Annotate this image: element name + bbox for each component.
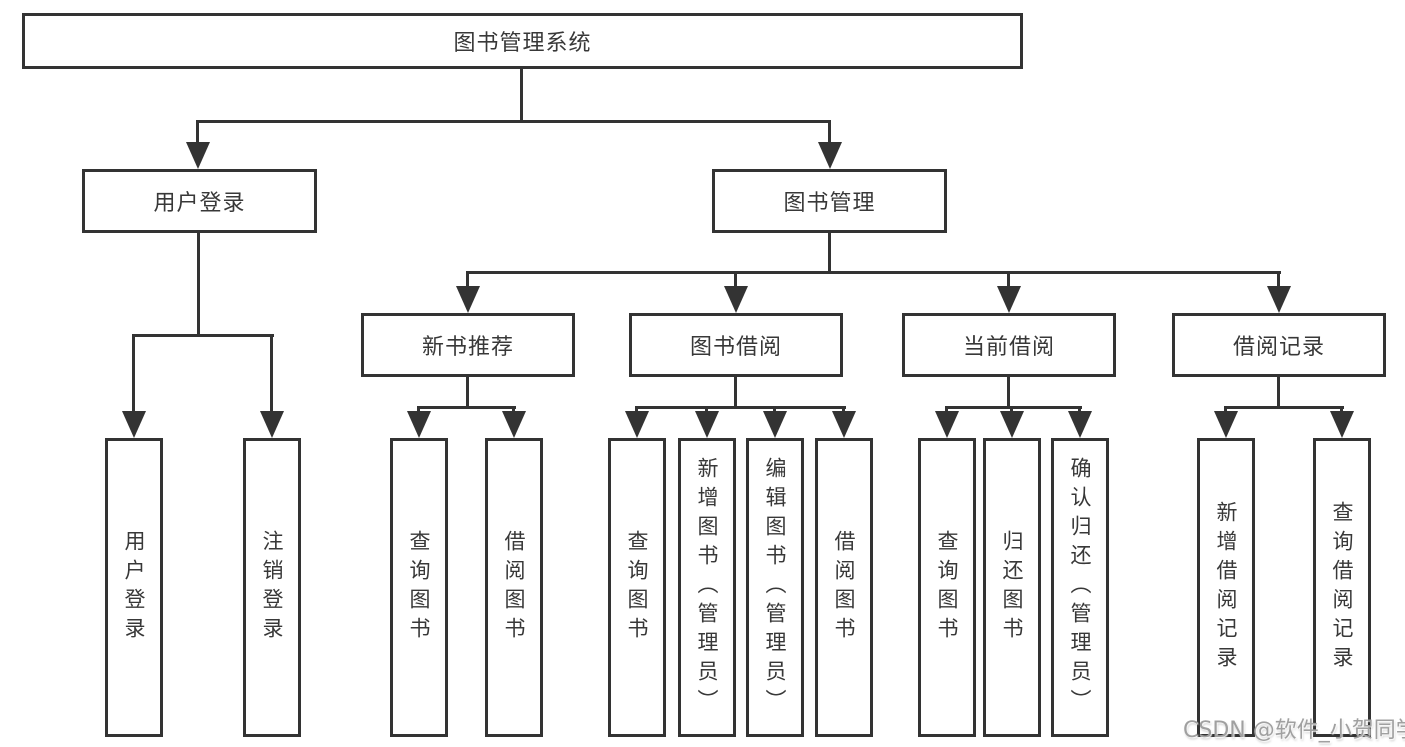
arrow-head bbox=[818, 142, 842, 169]
node-label: 借阅记录 bbox=[1232, 335, 1325, 360]
node-new-book-recommend: 新书推荐 bbox=[361, 313, 575, 377]
leaf-label: 归还图书 bbox=[1000, 529, 1025, 646]
node-root-library-system: 图书管理系统 bbox=[22, 13, 1023, 69]
connector-line-vertical bbox=[1277, 377, 1280, 408]
connector-line-horizontal bbox=[635, 406, 846, 409]
leaf-borrow-books: 借阅图书 bbox=[815, 438, 873, 737]
node-book-borrow: 图书借阅 bbox=[629, 313, 843, 377]
arrow-shaft bbox=[417, 406, 420, 413]
leaf-label: 注销登录 bbox=[260, 529, 285, 646]
leaf-add-borrow-record: 新增借阅记录 bbox=[1197, 438, 1255, 737]
arrow-head bbox=[260, 411, 284, 438]
arrow-head bbox=[186, 142, 210, 169]
arrow-shaft bbox=[842, 406, 845, 413]
arrow-head bbox=[997, 286, 1021, 313]
arrow-head bbox=[625, 411, 649, 438]
arrow-shaft bbox=[1224, 406, 1227, 413]
leaf-label: 借阅图书 bbox=[832, 529, 857, 646]
leaf-label: 编辑图书（管理员） bbox=[763, 457, 788, 718]
leaf-label: 查询借阅记录 bbox=[1330, 500, 1355, 675]
connector-line-horizontal bbox=[1224, 406, 1344, 409]
node-label: 新书推荐 bbox=[421, 335, 514, 360]
arrow-shaft bbox=[1078, 406, 1081, 413]
arrow-head bbox=[763, 411, 787, 438]
leaf-label: 新增图书（管理员） bbox=[695, 457, 720, 718]
leaf-borrow-books-recommend: 借阅图书 bbox=[485, 438, 543, 737]
csdn-watermark: CSDN @软件_小贺同学 bbox=[1183, 718, 1405, 743]
leaf-label: 用户登录 bbox=[122, 529, 147, 646]
leaf-query-books-recommend: 查询图书 bbox=[390, 438, 448, 737]
connector-line-vertical bbox=[828, 233, 831, 274]
leaf-label: 查询图书 bbox=[935, 529, 960, 646]
connector-line-vertical bbox=[197, 233, 200, 336]
leaf-label: 查询图书 bbox=[625, 529, 650, 646]
node-label: 图书管理 bbox=[783, 191, 876, 216]
arrow-head bbox=[1214, 411, 1238, 438]
arrow-head bbox=[935, 411, 959, 438]
node-book-management: 图书管理 bbox=[712, 169, 947, 233]
connector-line-horizontal bbox=[467, 271, 1281, 274]
arrow-shaft bbox=[734, 271, 737, 287]
leaf-logout: 注销登录 bbox=[243, 438, 301, 737]
arrow-head bbox=[1068, 411, 1092, 438]
node-label: 用户登录 bbox=[153, 191, 246, 216]
leaf-edit-book-admin: 编辑图书（管理员） bbox=[746, 438, 804, 737]
leaf-query-books-current: 查询图书 bbox=[918, 438, 976, 737]
connector-line-vertical bbox=[466, 377, 469, 408]
leaf-add-book-admin: 新增图书（管理员） bbox=[678, 438, 736, 737]
leaf-return-book: 归还图书 bbox=[983, 438, 1041, 737]
leaf-label: 借阅图书 bbox=[502, 529, 527, 646]
connector-line-horizontal bbox=[417, 406, 516, 409]
arrow-shaft bbox=[635, 406, 638, 413]
node-user-login: 用户登录 bbox=[82, 169, 317, 233]
arrow-head bbox=[832, 411, 856, 438]
arrow-head bbox=[456, 286, 480, 313]
connector-line-horizontal bbox=[197, 120, 831, 123]
connector-line-horizontal bbox=[945, 406, 1082, 409]
arrow-shaft bbox=[196, 120, 199, 143]
arrow-head bbox=[1267, 286, 1291, 313]
connector-line-horizontal bbox=[133, 334, 274, 337]
arrow-head bbox=[502, 411, 526, 438]
arrow-head bbox=[1330, 411, 1354, 438]
arrow-shaft bbox=[132, 334, 135, 412]
leaf-confirm-return-admin: 确认归还（管理员） bbox=[1051, 438, 1109, 737]
arrow-shaft bbox=[705, 406, 708, 413]
leaf-label: 新增借阅记录 bbox=[1214, 500, 1239, 675]
arrow-shaft bbox=[512, 406, 515, 413]
leaf-label: 查询图书 bbox=[407, 529, 432, 646]
node-borrow-record: 借阅记录 bbox=[1172, 313, 1386, 377]
arrow-shaft bbox=[828, 120, 831, 143]
arrow-shaft bbox=[1007, 271, 1010, 287]
arrow-shaft bbox=[773, 406, 776, 413]
connector-line-vertical bbox=[734, 377, 737, 408]
node-label: 图书管理系统 bbox=[453, 31, 592, 56]
arrow-head bbox=[1000, 411, 1024, 438]
node-current-borrow: 当前借阅 bbox=[902, 313, 1116, 377]
arrow-shaft bbox=[1277, 271, 1280, 287]
arrow-head bbox=[695, 411, 719, 438]
arrow-head bbox=[724, 286, 748, 313]
arrow-shaft bbox=[466, 271, 469, 287]
arrow-shaft bbox=[1340, 406, 1343, 413]
connector-line-vertical bbox=[1007, 377, 1010, 408]
arrow-shaft bbox=[1010, 406, 1013, 413]
leaf-query-borrow-record: 查询借阅记录 bbox=[1313, 438, 1371, 737]
connector-line-vertical bbox=[520, 69, 523, 123]
arrow-head bbox=[407, 411, 431, 438]
arrow-shaft bbox=[270, 334, 273, 412]
leaf-label: 确认归还（管理员） bbox=[1068, 457, 1093, 718]
leaf-user-login: 用户登录 bbox=[105, 438, 163, 737]
node-label: 图书借阅 bbox=[689, 335, 782, 360]
leaf-query-books-borrow: 查询图书 bbox=[608, 438, 666, 737]
arrow-head bbox=[122, 411, 146, 438]
arrow-shaft bbox=[945, 406, 948, 413]
node-label: 当前借阅 bbox=[962, 335, 1055, 360]
